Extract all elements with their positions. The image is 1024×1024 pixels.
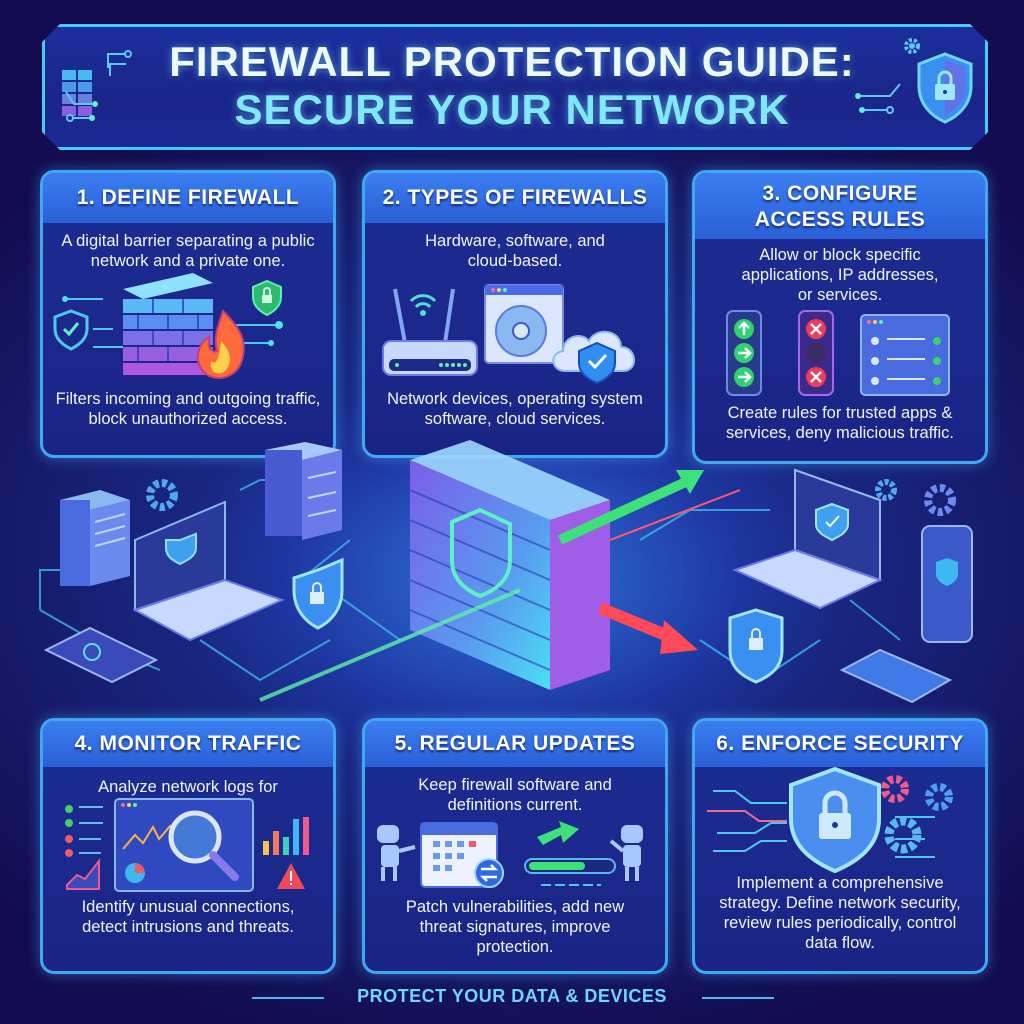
laptop-icon: [132, 500, 285, 642]
card-title: 1. DEFINE FIREWALL: [43, 173, 333, 223]
fire-icon: [196, 309, 245, 379]
robot-icon: [377, 825, 416, 881]
circuit-lines-icon: [107, 53, 126, 68]
footer-divider-right: [702, 997, 774, 999]
phone-icon: [43, 626, 159, 684]
cloud-shield-icon: [552, 331, 635, 385]
router-icon: [382, 288, 478, 376]
network-firewall-illustration: [39, 440, 973, 704]
footer-tagline: PROTECT YOUR DATA & DEVICES: [357, 986, 667, 1006]
laptop-icon: [732, 468, 883, 610]
circuit-lines-icon: [707, 790, 935, 858]
firewall-illustration: [53, 273, 283, 379]
access-rules-illustration: [726, 310, 950, 396]
card-title: 6. ENFORCE SECURITY: [695, 721, 985, 767]
allowed-traffic-arrow-icon: [259, 470, 704, 702]
server-icon: [60, 490, 130, 586]
magnifier-icon: [168, 810, 239, 881]
card-details: Network devices, operating system softwa…: [387, 390, 643, 428]
shield-lock-icon: [789, 766, 881, 874]
card-title: 4. MONITOR TRAFFIC: [43, 721, 333, 767]
card-details: Create rules for trusted apps & services…: [725, 404, 955, 442]
server-icon: [265, 442, 342, 540]
card-types-of-firewalls: 2. TYPES OF FIREWALLS Hardware, software…: [362, 170, 668, 458]
gear-icon: [904, 38, 920, 54]
sync-icon: [474, 858, 504, 888]
blocked-traffic-arrow-icon: [597, 489, 741, 654]
progress-bar-icon: [524, 858, 616, 886]
footer-divider-left: [252, 997, 324, 999]
shield-lock-icon: [728, 608, 784, 684]
brick-wall-icon: [123, 273, 213, 375]
gear-icon: [881, 775, 953, 854]
shield-check-icon: [53, 309, 89, 351]
phone-icon: [839, 648, 953, 704]
phone-icon: [921, 525, 973, 643]
shield-lock-icon: [292, 557, 344, 630]
card-title: 3. CONFIGURE ACCESS RULES: [695, 173, 985, 239]
warning-icon: [277, 863, 305, 889]
card-details: Patch vulnerabilities, add new threat si…: [405, 898, 625, 956]
card-define-firewall: 1. DEFINE FIREWALL A digital barrier sep…: [40, 170, 336, 458]
bar-chart-icon: [263, 817, 309, 855]
gear-icon: [146, 479, 178, 511]
card-details: Identify unusual connections, detect int…: [81, 898, 295, 936]
traffic-light-allow-icon: [726, 310, 762, 396]
arrow-icon: [537, 821, 579, 845]
card-details: Filters incoming and outgoing traffic, b…: [55, 390, 321, 428]
card-title: 5. REGULAR UPDATES: [365, 721, 665, 767]
card-details: Implement a comprehensive strategy. Defi…: [719, 874, 961, 952]
card-configure-access-rules: 3. CONFIGURE ACCESS RULES Allow or block…: [692, 170, 988, 464]
title-line-1: FIREWALL PROTECTION GUIDE:: [169, 38, 855, 85]
enforce-security-illustration: [707, 766, 953, 874]
card-description: Allow or block specific applications, IP…: [741, 246, 939, 304]
firewall-wall-icon: [409, 440, 610, 690]
card-description: Analyze network logs for: [98, 778, 278, 796]
shield-lock-icon: [917, 52, 973, 124]
brick-wall-icon: [62, 50, 132, 116]
card-monitor-traffic: 4. MONITOR TRAFFIC Analyze network logs …: [40, 718, 336, 974]
title-line-2: SECURE YOUR NETWORK: [234, 86, 790, 133]
card-description: Keep firewall software and definitions c…: [418, 776, 612, 814]
card-enforce-security: 6. ENFORCE SECURITY Implement a comprehe…: [692, 718, 988, 974]
shield-lock-icon: [252, 279, 282, 317]
circuit-lines-icon: [65, 91, 98, 122]
header-banner: [42, 24, 988, 150]
firewall-types-illustration: [382, 284, 635, 385]
gear-icon: [875, 479, 956, 516]
user-rules-list-icon: [860, 314, 950, 396]
card-title: 2. TYPES OF FIREWALLS: [365, 173, 665, 223]
software-disc-icon: [484, 284, 564, 364]
card-description: Hardware, software, and cloud-based.: [425, 232, 605, 270]
monitor-illustration: [65, 798, 309, 892]
updates-illustration: [377, 821, 643, 888]
circuit-lines-icon: [62, 296, 283, 348]
card-regular-updates: 5. REGULAR UPDATES Keep firewall softwar…: [362, 718, 668, 974]
card-description: A digital barrier separating a public ne…: [61, 232, 315, 270]
robot-icon: [609, 825, 643, 881]
log-list-icon: [65, 805, 103, 890]
circuit-lines-icon: [855, 83, 901, 114]
traffic-light-block-icon: [798, 310, 834, 396]
